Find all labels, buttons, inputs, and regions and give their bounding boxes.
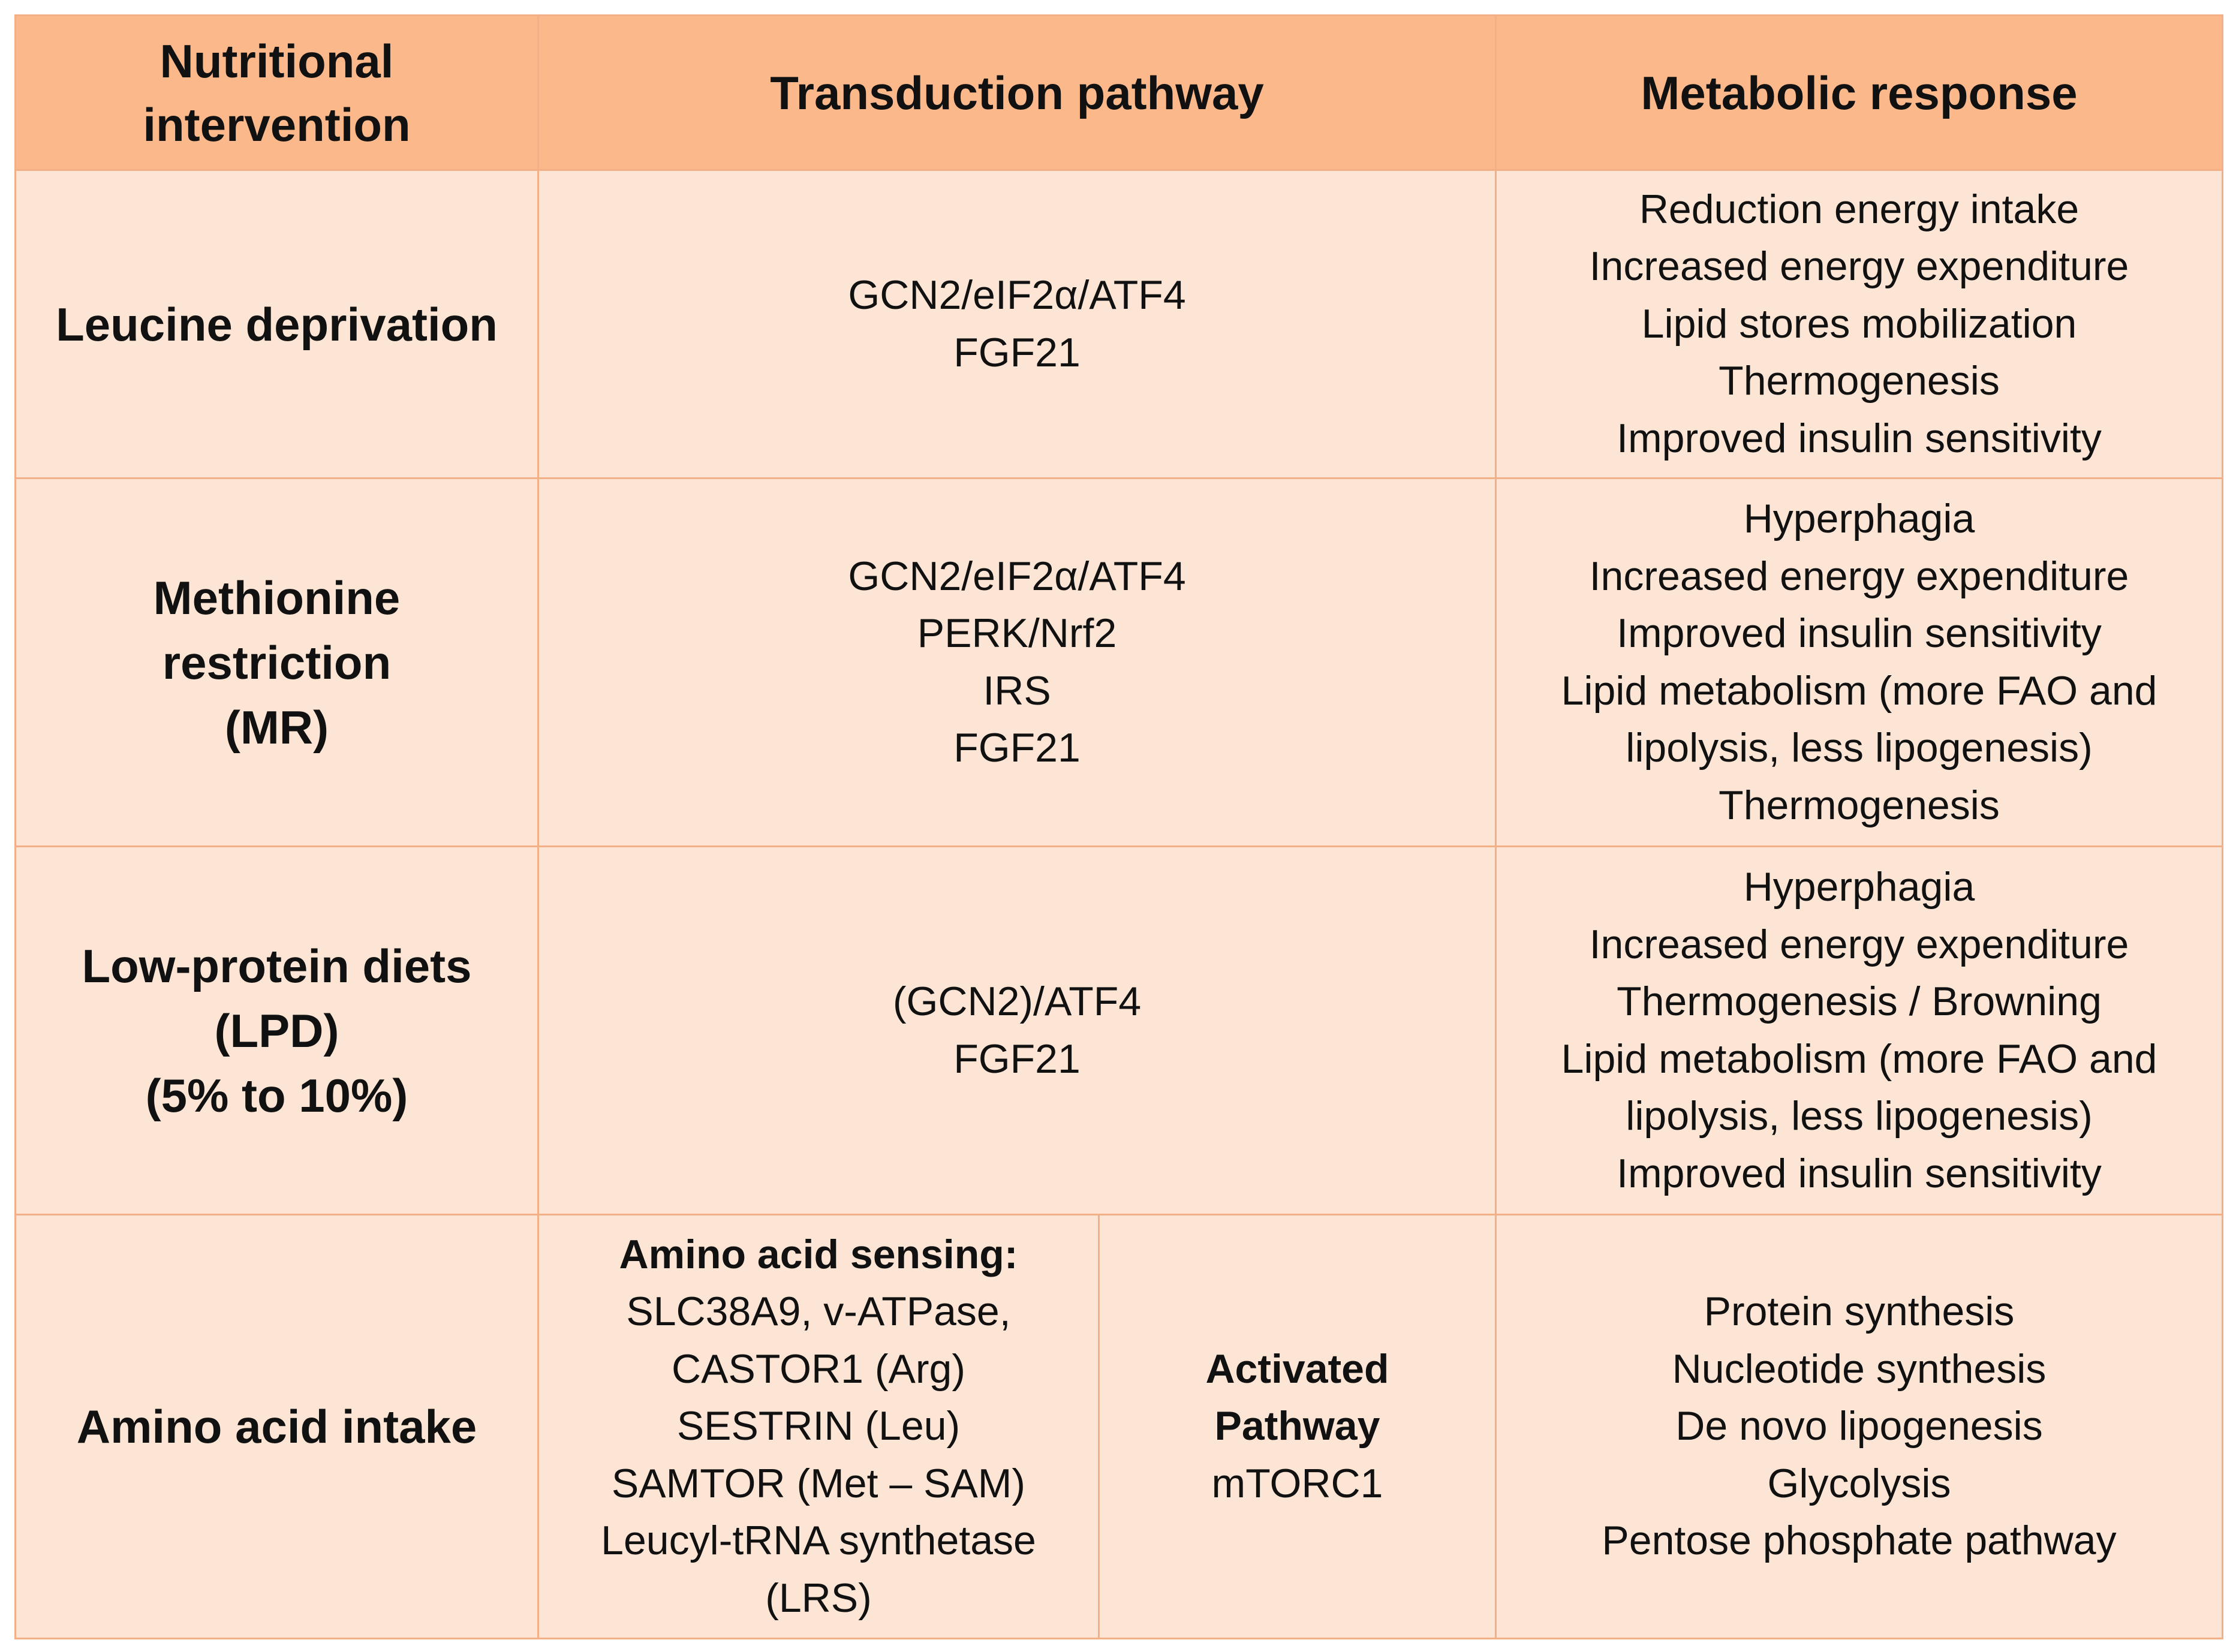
activated-title: Activated xyxy=(1205,1346,1389,1392)
response-text: lipolysis, less lipogenesis) xyxy=(1626,1093,2093,1139)
response-text: Thermogenesis / Browning xyxy=(1617,979,2102,1024)
pathway-text: IRS xyxy=(983,667,1051,714)
pathway-text: PERK/Nrf2 xyxy=(917,610,1117,656)
response-cell: Reduction energy intake Increased energy… xyxy=(1495,169,2223,479)
response-text: De novo lipogenesis xyxy=(1675,1403,2043,1449)
intervention-text: restriction xyxy=(162,636,392,689)
header-row: Nutritional intervention Transduction pa… xyxy=(14,14,2223,171)
intervention-text: (5% to 10%) xyxy=(145,1069,408,1122)
pathway-cell: (GCN2)/ATF4 FGF21 xyxy=(537,845,1497,1215)
amino-acid-sensing-cell: Amino acid sensing: SLC38A9, v-ATPase, C… xyxy=(537,1214,1100,1639)
response-text: Reduction energy intake xyxy=(1639,186,2079,232)
response-text: Improved insulin sensitivity xyxy=(1617,610,2102,656)
intervention-cell: Methionine restriction (MR) xyxy=(14,477,539,847)
response-text: Increased energy expenditure xyxy=(1589,243,2129,290)
intervention-text: Methionine xyxy=(153,571,401,624)
response-text: Improved insulin sensitivity xyxy=(1617,1150,2102,1196)
table-row: Amino acid intake Amino acid sensing: SL… xyxy=(14,1214,2223,1639)
table-row: Methionine restriction (MR) GCN2/eIF2α/A… xyxy=(14,477,2223,847)
response-text: Protein synthesis xyxy=(1704,1289,2015,1335)
intervention-cell: Low-protein diets (LPD) (5% to 10%) xyxy=(14,845,539,1215)
table-row: Low-protein diets (LPD) (5% to 10%) (GCN… xyxy=(14,845,2223,1215)
intervention-text: (LPD) xyxy=(214,1004,339,1057)
response-text: Improved insulin sensitivity xyxy=(1617,415,2102,461)
pathway-text: FGF21 xyxy=(953,725,1081,771)
response-text: Increased energy expenditure xyxy=(1589,921,2129,967)
response-text: Pentose phosphate pathway xyxy=(1602,1518,2117,1564)
intervention-text: Low-protein diets xyxy=(82,939,472,992)
intervention-text: (MR) xyxy=(224,700,329,754)
intervention-text: Leucine deprivation xyxy=(56,297,498,351)
pathway-text: GCN2/eIF2α/ATF4 xyxy=(848,553,1186,599)
header-text: Transduction pathway xyxy=(770,66,1264,119)
response-text: Thermogenesis xyxy=(1719,358,2000,404)
intervention-cell: Leucine deprivation xyxy=(14,169,539,479)
response-text: Thermogenesis xyxy=(1719,782,2000,828)
response-text: Lipid metabolism (more FAO and xyxy=(1561,667,2157,714)
intervention-cell: Amino acid intake xyxy=(14,1214,539,1639)
response-text: Hyperphagia xyxy=(1743,864,1975,910)
header-transduction-pathway: Transduction pathway xyxy=(537,14,1497,171)
pathway-cell: GCN2/eIF2α/ATF4 PERK/Nrf2 IRS FGF21 xyxy=(537,477,1497,847)
sensing-text: CASTOR1 (Arg) xyxy=(672,1346,965,1392)
sensing-text: SAMTOR (Met – SAM) xyxy=(611,1460,1026,1506)
sensing-text: SESTRIN (Leu) xyxy=(676,1403,961,1449)
pathway-text: GCN2/eIF2α/ATF4 xyxy=(848,272,1186,318)
amino-acid-intervention-table: Nutritional intervention Transduction pa… xyxy=(14,14,2223,1639)
response-cell: Hyperphagia Increased energy expenditure… xyxy=(1495,477,2223,847)
intervention-text: Amino acid intake xyxy=(76,1400,477,1453)
sensing-text: (LRS) xyxy=(765,1575,872,1621)
table-row: Leucine deprivation GCN2/eIF2α/ATF4 FGF2… xyxy=(14,169,2223,479)
response-cell: Hyperphagia Increased energy expenditure… xyxy=(1495,845,2223,1215)
response-text: Glycolysis xyxy=(1767,1460,1951,1506)
header-text: intervention xyxy=(143,98,411,151)
response-cell: Protein synthesis Nucleotide synthesis D… xyxy=(1495,1214,2223,1639)
sensing-text: Leucyl-tRNA synthetase xyxy=(601,1518,1036,1564)
sensing-title: Amino acid sensing: xyxy=(619,1231,1018,1277)
response-text: Hyperphagia xyxy=(1743,496,1975,541)
activated-pathway-cell: Activated Pathway mTORC1 xyxy=(1098,1214,1497,1639)
response-text: Nucleotide synthesis xyxy=(1672,1346,2047,1392)
activated-text: mTORC1 xyxy=(1211,1460,1383,1506)
response-text: lipolysis, less lipogenesis) xyxy=(1626,725,2093,771)
header-metabolic-response: Metabolic response xyxy=(1495,14,2223,171)
response-text: Increased energy expenditure xyxy=(1589,553,2129,599)
header-text: Metabolic response xyxy=(1641,66,2078,119)
pathway-text: (GCN2)/ATF4 xyxy=(892,979,1142,1024)
activated-title: Pathway xyxy=(1214,1403,1380,1449)
pathway-text: FGF21 xyxy=(953,329,1081,375)
response-text: Lipid metabolism (more FAO and xyxy=(1561,1036,2157,1082)
sensing-text: SLC38A9, v-ATPase, xyxy=(626,1289,1011,1335)
pathway-cell: GCN2/eIF2α/ATF4 FGF21 xyxy=(537,169,1497,479)
header-text: Nutritional xyxy=(160,34,394,88)
pathway-text: FGF21 xyxy=(953,1036,1081,1082)
header-nutritional-intervention: Nutritional intervention xyxy=(14,14,539,171)
response-text: Lipid stores mobilization xyxy=(1641,300,2077,347)
